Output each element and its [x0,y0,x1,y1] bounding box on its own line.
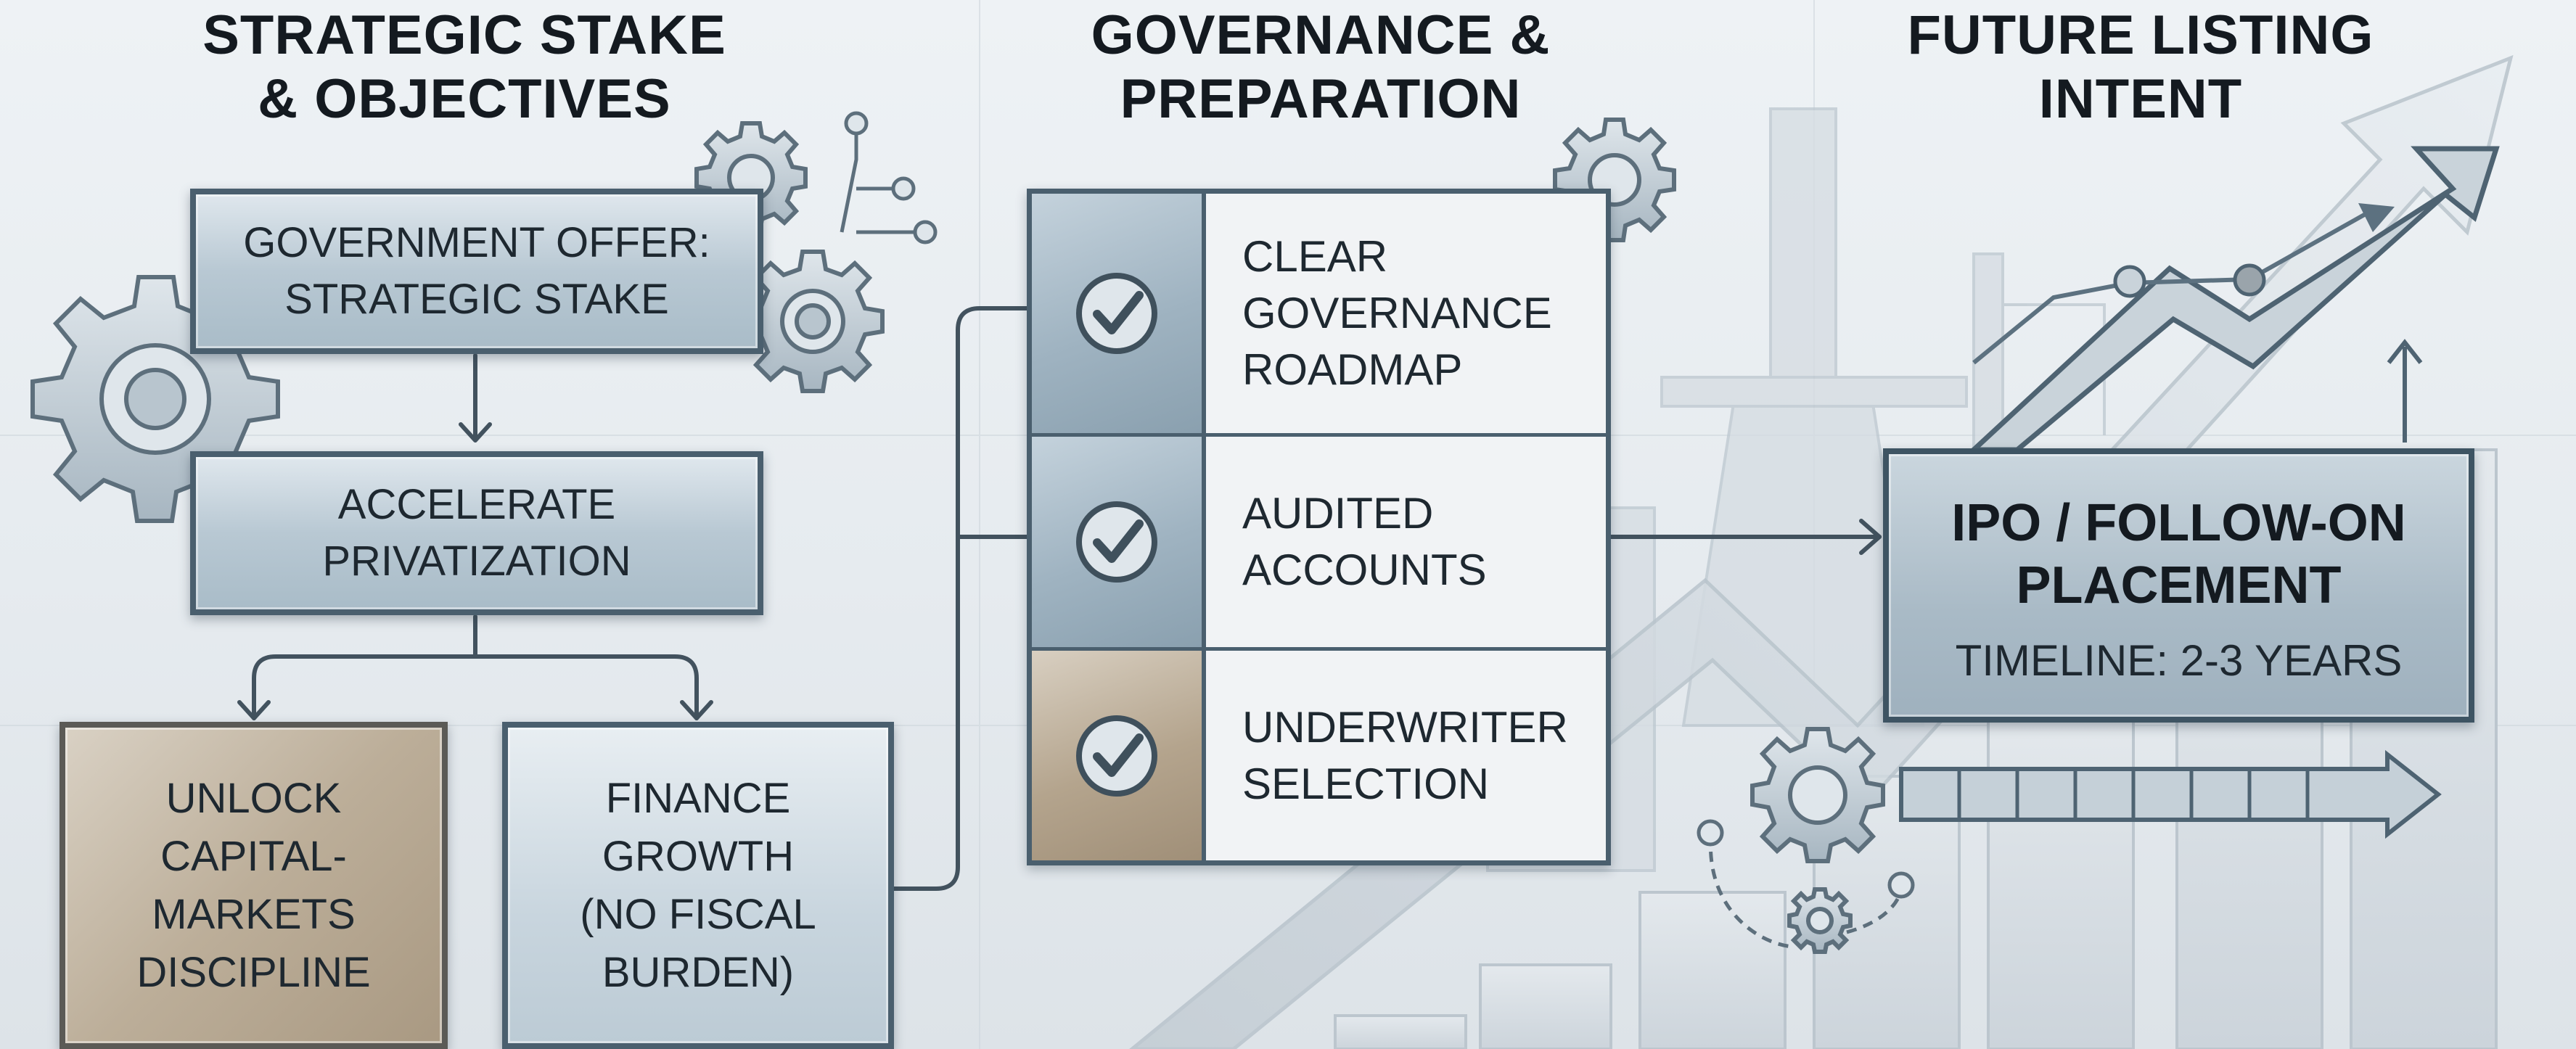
heading-governance: GOVERNANCE & PREPARATION [1038,4,1604,131]
gear-icon [1787,887,1853,954]
checklist-item-audited-accounts: AUDITED ACCOUNTS [1032,437,1606,651]
heading-line: FUTURE LISTING [1907,4,2374,66]
checklist-item-text: AUDITED ACCOUNTS [1242,437,1591,647]
accelerate-privatization-box: ACCELERATE PRIVATIZATION [190,451,763,615]
checklist-item-text: CLEAR GOVERNANCE ROADMAP [1242,194,1591,433]
ipo-title-line: PLACEMENT [2016,556,2342,614]
checklist-text-line: ACCOUNTS [1242,546,1487,594]
checkmark-icon [1076,715,1157,797]
checklist-text-line: AUDITED [1242,489,1434,538]
box-text-line: GOVERNMENT OFFER: [243,219,710,266]
connector-governance-to-listing [1609,519,1882,555]
box-text-line: BURDEN) [602,948,795,996]
unlock-capital-markets-box: UNLOCK CAPITAL- MARKETS DISCIPLINE [60,722,448,1049]
checklist-text-line: GOVERNANCE [1242,289,1552,337]
box-text-line: (NO FISCAL [580,890,816,938]
heading-line: PREPARATION [1120,68,1522,130]
box-text-line: CAPITAL- [160,832,347,880]
heading-line: GOVERNANCE & [1091,4,1551,66]
finance-growth-box: FINANCE GROWTH (NO FISCAL BURDEN) [502,722,894,1049]
heading-future-listing: FUTURE LISTING INTENT [1858,4,2424,131]
heading-line: INTENT [2038,68,2243,130]
governance-checklist: CLEAR GOVERNANCE ROADMAP AUDITED ACCOUNT… [1027,189,1611,865]
box-text-line: FINANCE [605,774,791,822]
progress-arrow-icon [1899,749,2442,839]
ipo-placement-box: IPO / FOLLOW-ON PLACEMENT TIMELINE: 2-3 … [1883,448,2474,723]
checklist-text-line: CLEAR [1242,232,1388,281]
heading-line: & OBJECTIVES [258,68,671,130]
checkmark-cell [1032,651,1206,860]
box-text-line: MARKETS [152,890,356,938]
growth-arrow-icon [1967,146,2500,453]
checkmark-cell [1032,194,1206,433]
checklist-text-line: SELECTION [1242,759,1490,808]
ipo-title: IPO / FOLLOW-ON PLACEMENT [1889,492,2469,617]
connector-to-governance [890,306,1029,891]
checklist-text-line: ROADMAP [1242,345,1463,394]
checkmark-icon [1076,273,1157,354]
ipo-title-line: IPO / FOLLOW-ON [1951,494,2406,552]
ipo-timeline: TIMELINE: 2-3 YEARS [1955,636,2403,685]
box-text-line: GROWTH [602,832,795,880]
gear-icon [1750,727,1885,863]
heading-line: STRATEGIC STAKE [202,4,726,66]
box-text-line: STRATEGIC STAKE [284,276,669,323]
box-text-line: ACCELERATE [337,481,616,528]
checklist-item-governance-roadmap: CLEAR GOVERNANCE ROADMAP [1032,194,1606,437]
government-offer-box: GOVERNMENT OFFER: STRATEGIC STAKE [190,189,763,354]
checklist-text-line: UNDERWRITER [1242,702,1568,752]
heading-strategic-stake: STRATEGIC STAKE & OBJECTIVES [181,4,747,131]
connector-offer-to-accelerate [459,353,492,443]
checklist-item-text: UNDERWRITER SELECTION [1242,651,1591,860]
gear-icon [741,250,885,393]
up-arrow-icon [2387,339,2423,443]
checkmark-icon [1076,501,1157,583]
box-text-line: UNLOCK [165,774,342,822]
connector-accelerate-split [237,614,713,720]
box-text-line: PRIVATIZATION [322,538,631,585]
checkmark-cell [1032,437,1206,647]
checklist-item-underwriter-selection: UNDERWRITER SELECTION [1032,651,1606,860]
circuit-decoration [840,111,1915,949]
box-text-line: DISCIPLINE [136,948,371,996]
